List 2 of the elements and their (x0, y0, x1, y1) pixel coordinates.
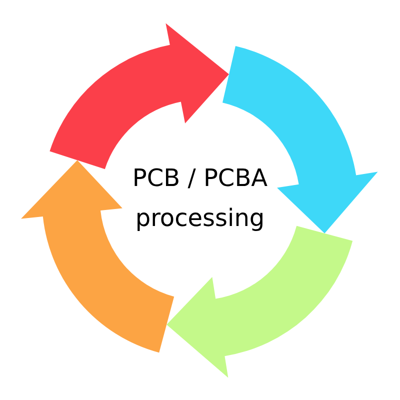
center-label: PCB / PCBA processing (131, 163, 269, 234)
curved-arrow (50, 23, 229, 170)
